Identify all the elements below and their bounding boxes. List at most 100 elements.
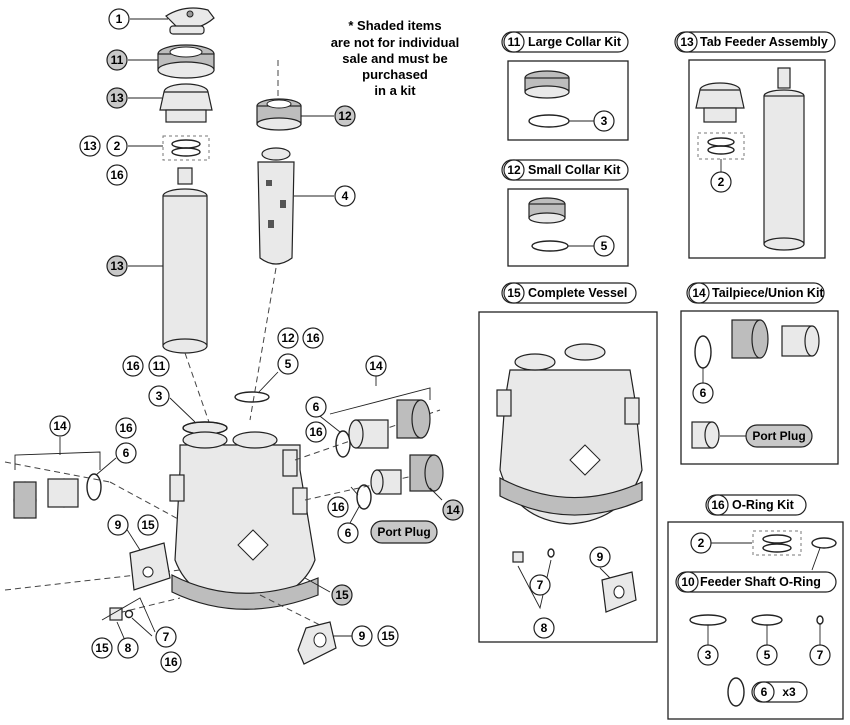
svg-text:9: 9: [597, 550, 604, 564]
callout-12: 12: [334, 105, 356, 127]
svg-text:16: 16: [331, 500, 345, 514]
callout-13: 13: [106, 87, 128, 109]
kit-large-collar-title: Large Collar Kit: [528, 35, 622, 49]
svg-text:13: 13: [110, 91, 124, 105]
callout-14: 14: [365, 355, 387, 377]
callout-8: 8: [117, 637, 139, 659]
small-fitting-part: [109, 607, 134, 621]
svg-text:Port Plug: Port Plug: [377, 525, 430, 539]
svg-text:3: 3: [156, 389, 163, 403]
svg-text:7: 7: [817, 648, 824, 662]
svg-text:15: 15: [95, 641, 109, 655]
callout-6: 6: [305, 396, 327, 418]
callout-16: 16: [122, 355, 144, 377]
callout-14: 14: [49, 415, 71, 437]
kit-small-collar: 12 Small Collar Kit 5: [501, 159, 629, 267]
callout-14: 14: [442, 499, 464, 521]
note-line-4: purchased: [362, 67, 428, 82]
feeder-tube-part: [162, 167, 208, 354]
callout-2: 2: [106, 135, 128, 157]
left-union-axis-2: [109, 481, 181, 521]
svg-text:6: 6: [700, 386, 707, 400]
feeder-axis-line: [184, 352, 211, 426]
svg-text:5: 5: [601, 239, 608, 253]
note-line-5: in a kit: [374, 83, 416, 98]
callout-16: 16: [115, 417, 137, 439]
svg-text:4: 4: [342, 189, 349, 203]
svg-text:12: 12: [281, 331, 295, 345]
svg-text:13: 13: [680, 35, 694, 49]
svg-text:8: 8: [125, 641, 132, 655]
svg-text:15: 15: [141, 518, 155, 532]
callout-11: 11: [148, 355, 170, 377]
kit-complete-vessel: 15 Complete Vessel 7 8 9: [478, 282, 658, 643]
callout-9: 9: [351, 625, 373, 647]
feeder-shaft-part: [257, 147, 295, 265]
oring-group-box: [162, 135, 210, 161]
kit-oring-title: O-Ring Kit: [732, 498, 795, 512]
svg-text:3: 3: [601, 114, 608, 128]
svg-text:11: 11: [111, 53, 124, 67]
svg-text:9: 9: [115, 518, 122, 532]
callout-6: 6: [115, 442, 137, 464]
svg-text:12: 12: [338, 109, 352, 123]
callout-3: 3: [148, 385, 170, 407]
svg-text:3: 3: [705, 648, 712, 662]
svg-text:16: 16: [306, 331, 320, 345]
callout-13: 13: [106, 255, 128, 277]
callout-15: 15: [331, 584, 353, 606]
callout-15: 15: [91, 637, 113, 659]
callout-16: 16: [327, 496, 349, 518]
svg-text:6: 6: [313, 400, 320, 414]
callout-12: 12: [277, 327, 299, 349]
callout-16: 16: [160, 651, 182, 673]
callout-16: 16: [106, 164, 128, 186]
large-collar-part: [157, 44, 215, 79]
svg-text:11: 11: [508, 35, 521, 49]
callout-11: 11: [106, 49, 128, 71]
svg-text:5: 5: [764, 648, 771, 662]
main-vessel-part: [169, 391, 319, 610]
note-line-1: * Shaded items: [348, 18, 441, 33]
svg-text:16: 16: [164, 655, 178, 669]
svg-text:15: 15: [507, 286, 521, 300]
small-collar-part: [256, 98, 302, 131]
kit-tailpiece-union: 14 Tailpiece/Union Kit 6 Port Plug: [680, 282, 839, 465]
note-line-2: are not for individual: [331, 35, 460, 50]
shaded-items-note: * Shaded items are not for individual sa…: [331, 18, 460, 98]
callout-7: 7: [155, 626, 177, 648]
callout-16: 16: [305, 421, 327, 443]
svg-text:14: 14: [53, 419, 67, 433]
feeder-cap-part: [165, 7, 215, 35]
left-union-part: [13, 473, 102, 519]
quantity-x3: x3: [782, 685, 796, 699]
svg-text:8: 8: [541, 621, 548, 635]
svg-text:2: 2: [698, 536, 705, 550]
right-union-axis: [294, 409, 441, 461]
callout-15: 15: [377, 625, 399, 647]
bracket-part: [297, 621, 337, 665]
bracket-axis: [259, 594, 321, 626]
callout-6: 6: [337, 522, 359, 544]
right-port-plug-part: [356, 454, 444, 510]
callout-16: 16: [302, 327, 324, 349]
port-plug-label-kit: Port Plug: [752, 429, 805, 443]
svg-text:14: 14: [692, 286, 706, 300]
callout-9: 9: [107, 514, 129, 536]
svg-text:10: 10: [681, 575, 695, 589]
svg-text:15: 15: [335, 588, 349, 602]
leader-lines: [14, 18, 443, 646]
svg-text:16: 16: [119, 421, 133, 435]
svg-text:7: 7: [537, 578, 544, 592]
svg-text:12: 12: [507, 163, 521, 177]
svg-text:16: 16: [309, 425, 323, 439]
svg-text:6: 6: [345, 526, 352, 540]
svg-text:14: 14: [446, 503, 460, 517]
kit-tab-feeder: 13 Tab Feeder Assembly 2: [674, 31, 836, 259]
svg-text:13: 13: [110, 259, 124, 273]
svg-text:7: 7: [163, 630, 170, 644]
kit-oring: 16 O-Ring Kit 2 10 Feeder Shaft O-Ring 3…: [667, 494, 844, 720]
kit-large-collar: 11 Large Collar Kit 3: [501, 31, 629, 141]
callout-15: 15: [137, 514, 159, 536]
